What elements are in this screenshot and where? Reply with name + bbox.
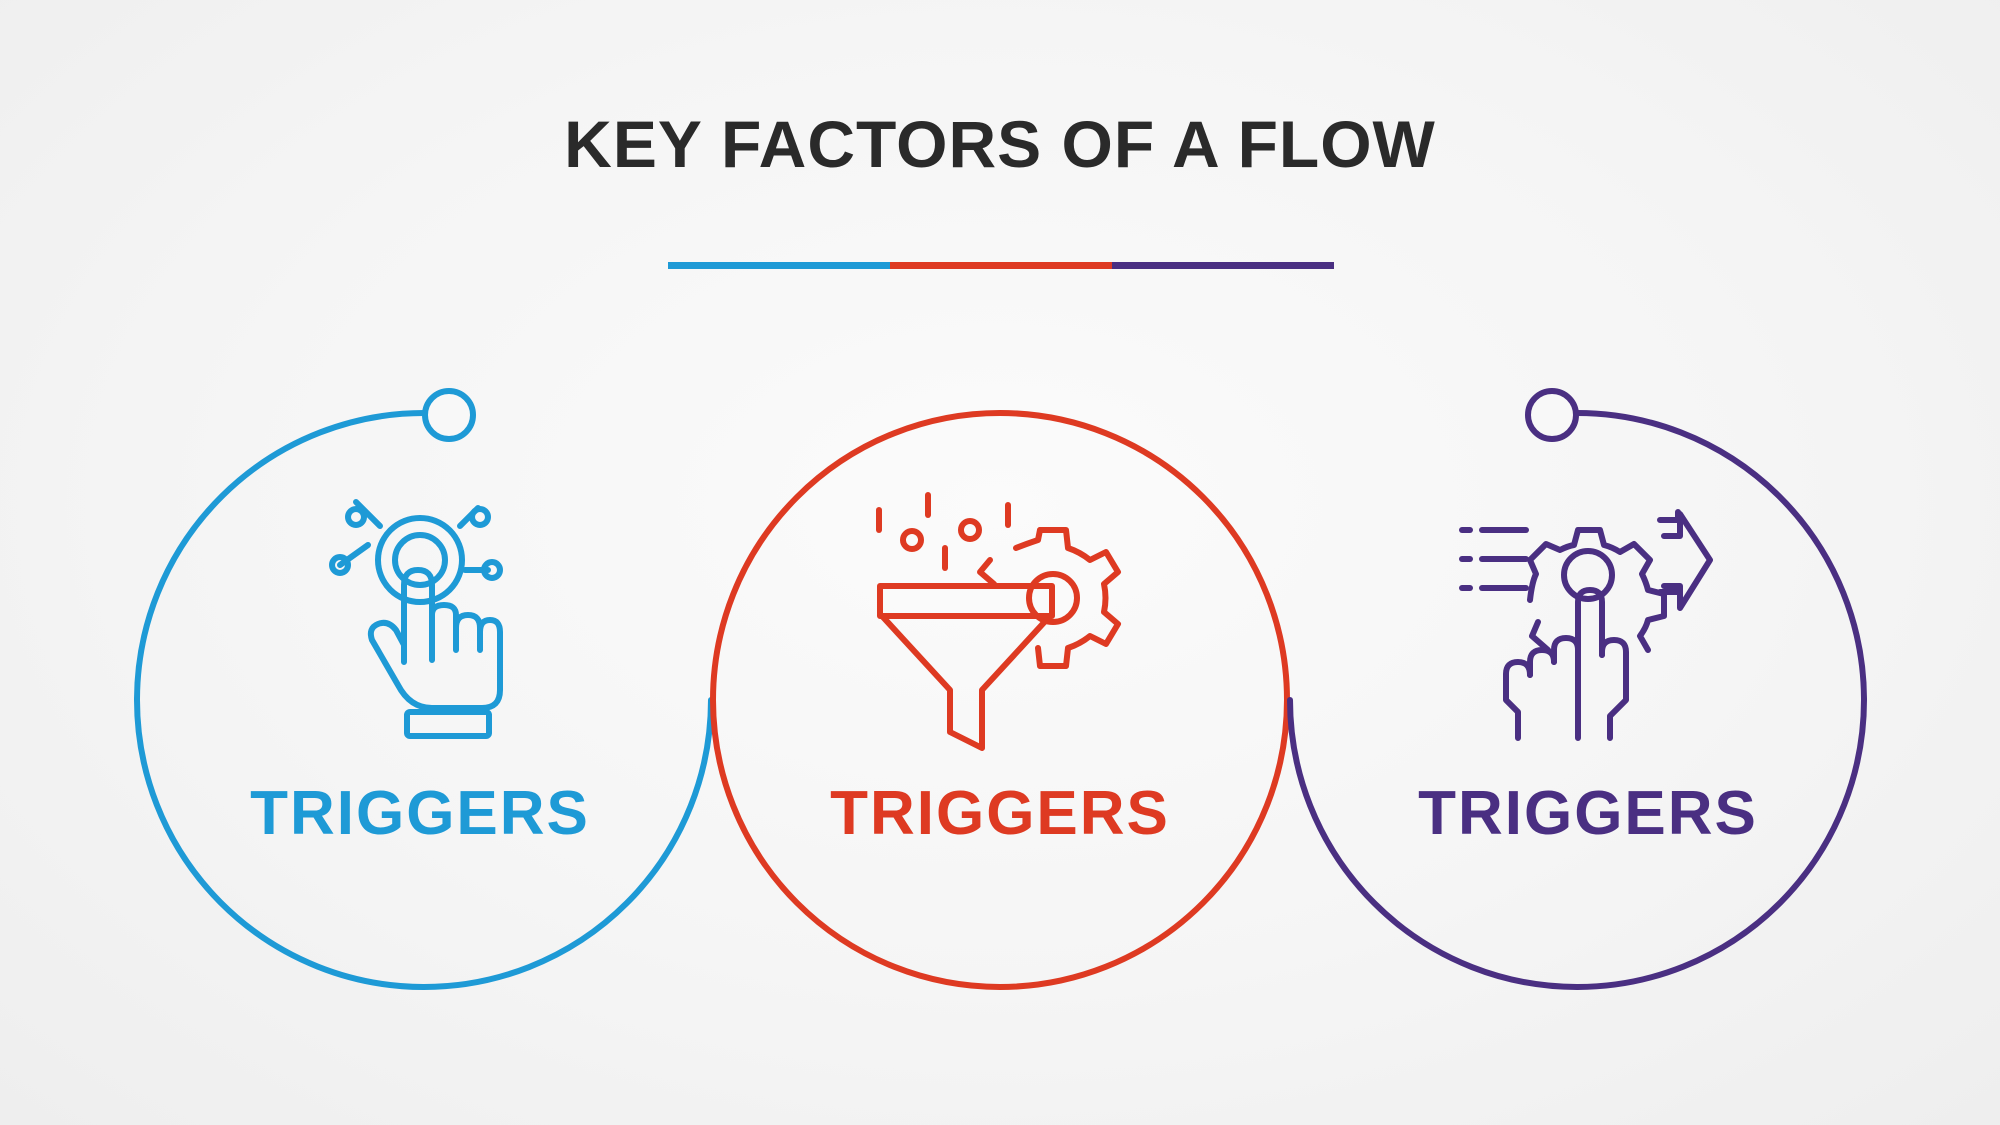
funnel-gear-icon [876,492,1121,751]
item-label-3: TRIGGERS [1418,779,1758,848]
hand-touch-network-icon [329,499,503,739]
circle-outline-3 [1287,409,1867,990]
circle-outline-1 [134,409,714,990]
start-node-3 [1525,388,1579,442]
divider-segment-red [890,262,1112,269]
item-label-2: TRIGGERS [830,779,1170,848]
hand-gear-arrow-icon [1459,509,1713,741]
start-node-1 [422,388,476,442]
circle-outline-2 [710,410,1290,990]
page-title: KEY FACTORS OF A FLOW [564,107,1436,181]
title-divider [668,262,1334,269]
divider-segment-blue [668,262,890,269]
item-label-1: TRIGGERS [250,779,590,848]
divider-segment-purple [1112,262,1334,269]
